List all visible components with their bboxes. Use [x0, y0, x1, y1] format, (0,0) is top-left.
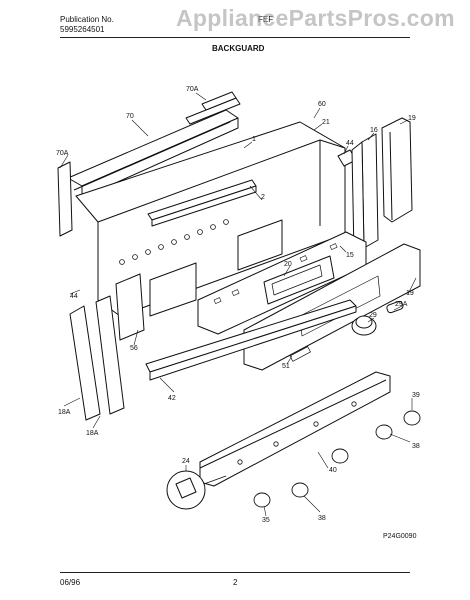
- footer-date: 06/96: [60, 578, 81, 587]
- callout-2: 2: [261, 194, 265, 201]
- callout-60: 60: [318, 101, 326, 108]
- callout-29A: 29A: [395, 301, 408, 308]
- part-16-end-bracket: [351, 133, 379, 255]
- callout-18A-b: 18A: [86, 430, 99, 437]
- footer-page: 2: [233, 578, 238, 587]
- callout-44-right: 44: [346, 140, 354, 147]
- callout-44-left: 44: [70, 293, 78, 300]
- callout-29: 29: [369, 312, 377, 319]
- part-70A-side-trim: [57, 161, 73, 237]
- callout-15: 15: [346, 252, 354, 259]
- part-24-switch: [166, 470, 227, 510]
- callout-1: 1: [252, 136, 256, 143]
- part-38-knobs: [253, 410, 421, 508]
- callout-70A-top: 70A: [186, 86, 199, 93]
- callout-21: 21: [322, 119, 330, 126]
- diagram-code: P24G0090: [383, 533, 417, 540]
- callout-51: 51: [282, 363, 290, 370]
- publication-label: Publication No.: [60, 15, 114, 24]
- watermark: AppliancePartsPros.com: [176, 5, 455, 31]
- part-40-manifold: [199, 371, 391, 487]
- callout-38-right: 38: [412, 443, 420, 450]
- part-2-bracket: [147, 179, 257, 227]
- callout-38-bottom: 38: [318, 515, 326, 522]
- leader-lines: [59, 92, 417, 517]
- part-18A-side-panel: [69, 295, 125, 421]
- callout-39: 39: [412, 392, 420, 399]
- publication-number: 5995264501: [60, 25, 105, 34]
- footer-rule: [60, 572, 410, 573]
- callout-42: 42: [168, 395, 176, 402]
- callout-70A-left: 70A: [56, 150, 69, 157]
- callout-19-top: 19: [408, 115, 416, 122]
- part-70-vent-trim: [67, 91, 241, 199]
- header-rule: [60, 37, 410, 38]
- callout-35: 35: [262, 517, 270, 524]
- part-29-switch: [351, 315, 377, 336]
- callout-56: 56: [130, 345, 138, 352]
- callout-19-mid: 19: [406, 290, 414, 297]
- callout-24: 24: [182, 458, 190, 465]
- callout-40: 40: [329, 467, 337, 474]
- part-42-lower-trim: [145, 299, 357, 381]
- callout-70: 70: [126, 113, 134, 120]
- callout-16: 16: [370, 127, 378, 134]
- callout-labels: 70A 70 60 21 1 16 19 70A 44 2 15 20 19 2…: [56, 86, 420, 540]
- callout-20: 20: [284, 261, 292, 268]
- part-29A-knob: [386, 300, 404, 314]
- model-number: FEF: [258, 15, 274, 24]
- part-1-backguard-panel: [75, 121, 346, 317]
- part-20-clock-timer: [263, 255, 335, 305]
- section-title: BACKGUARD: [212, 44, 265, 53]
- callout-18A-a: 18A: [58, 409, 71, 416]
- part-56-bracket: [115, 273, 145, 341]
- part-19-end-cap: [381, 117, 413, 223]
